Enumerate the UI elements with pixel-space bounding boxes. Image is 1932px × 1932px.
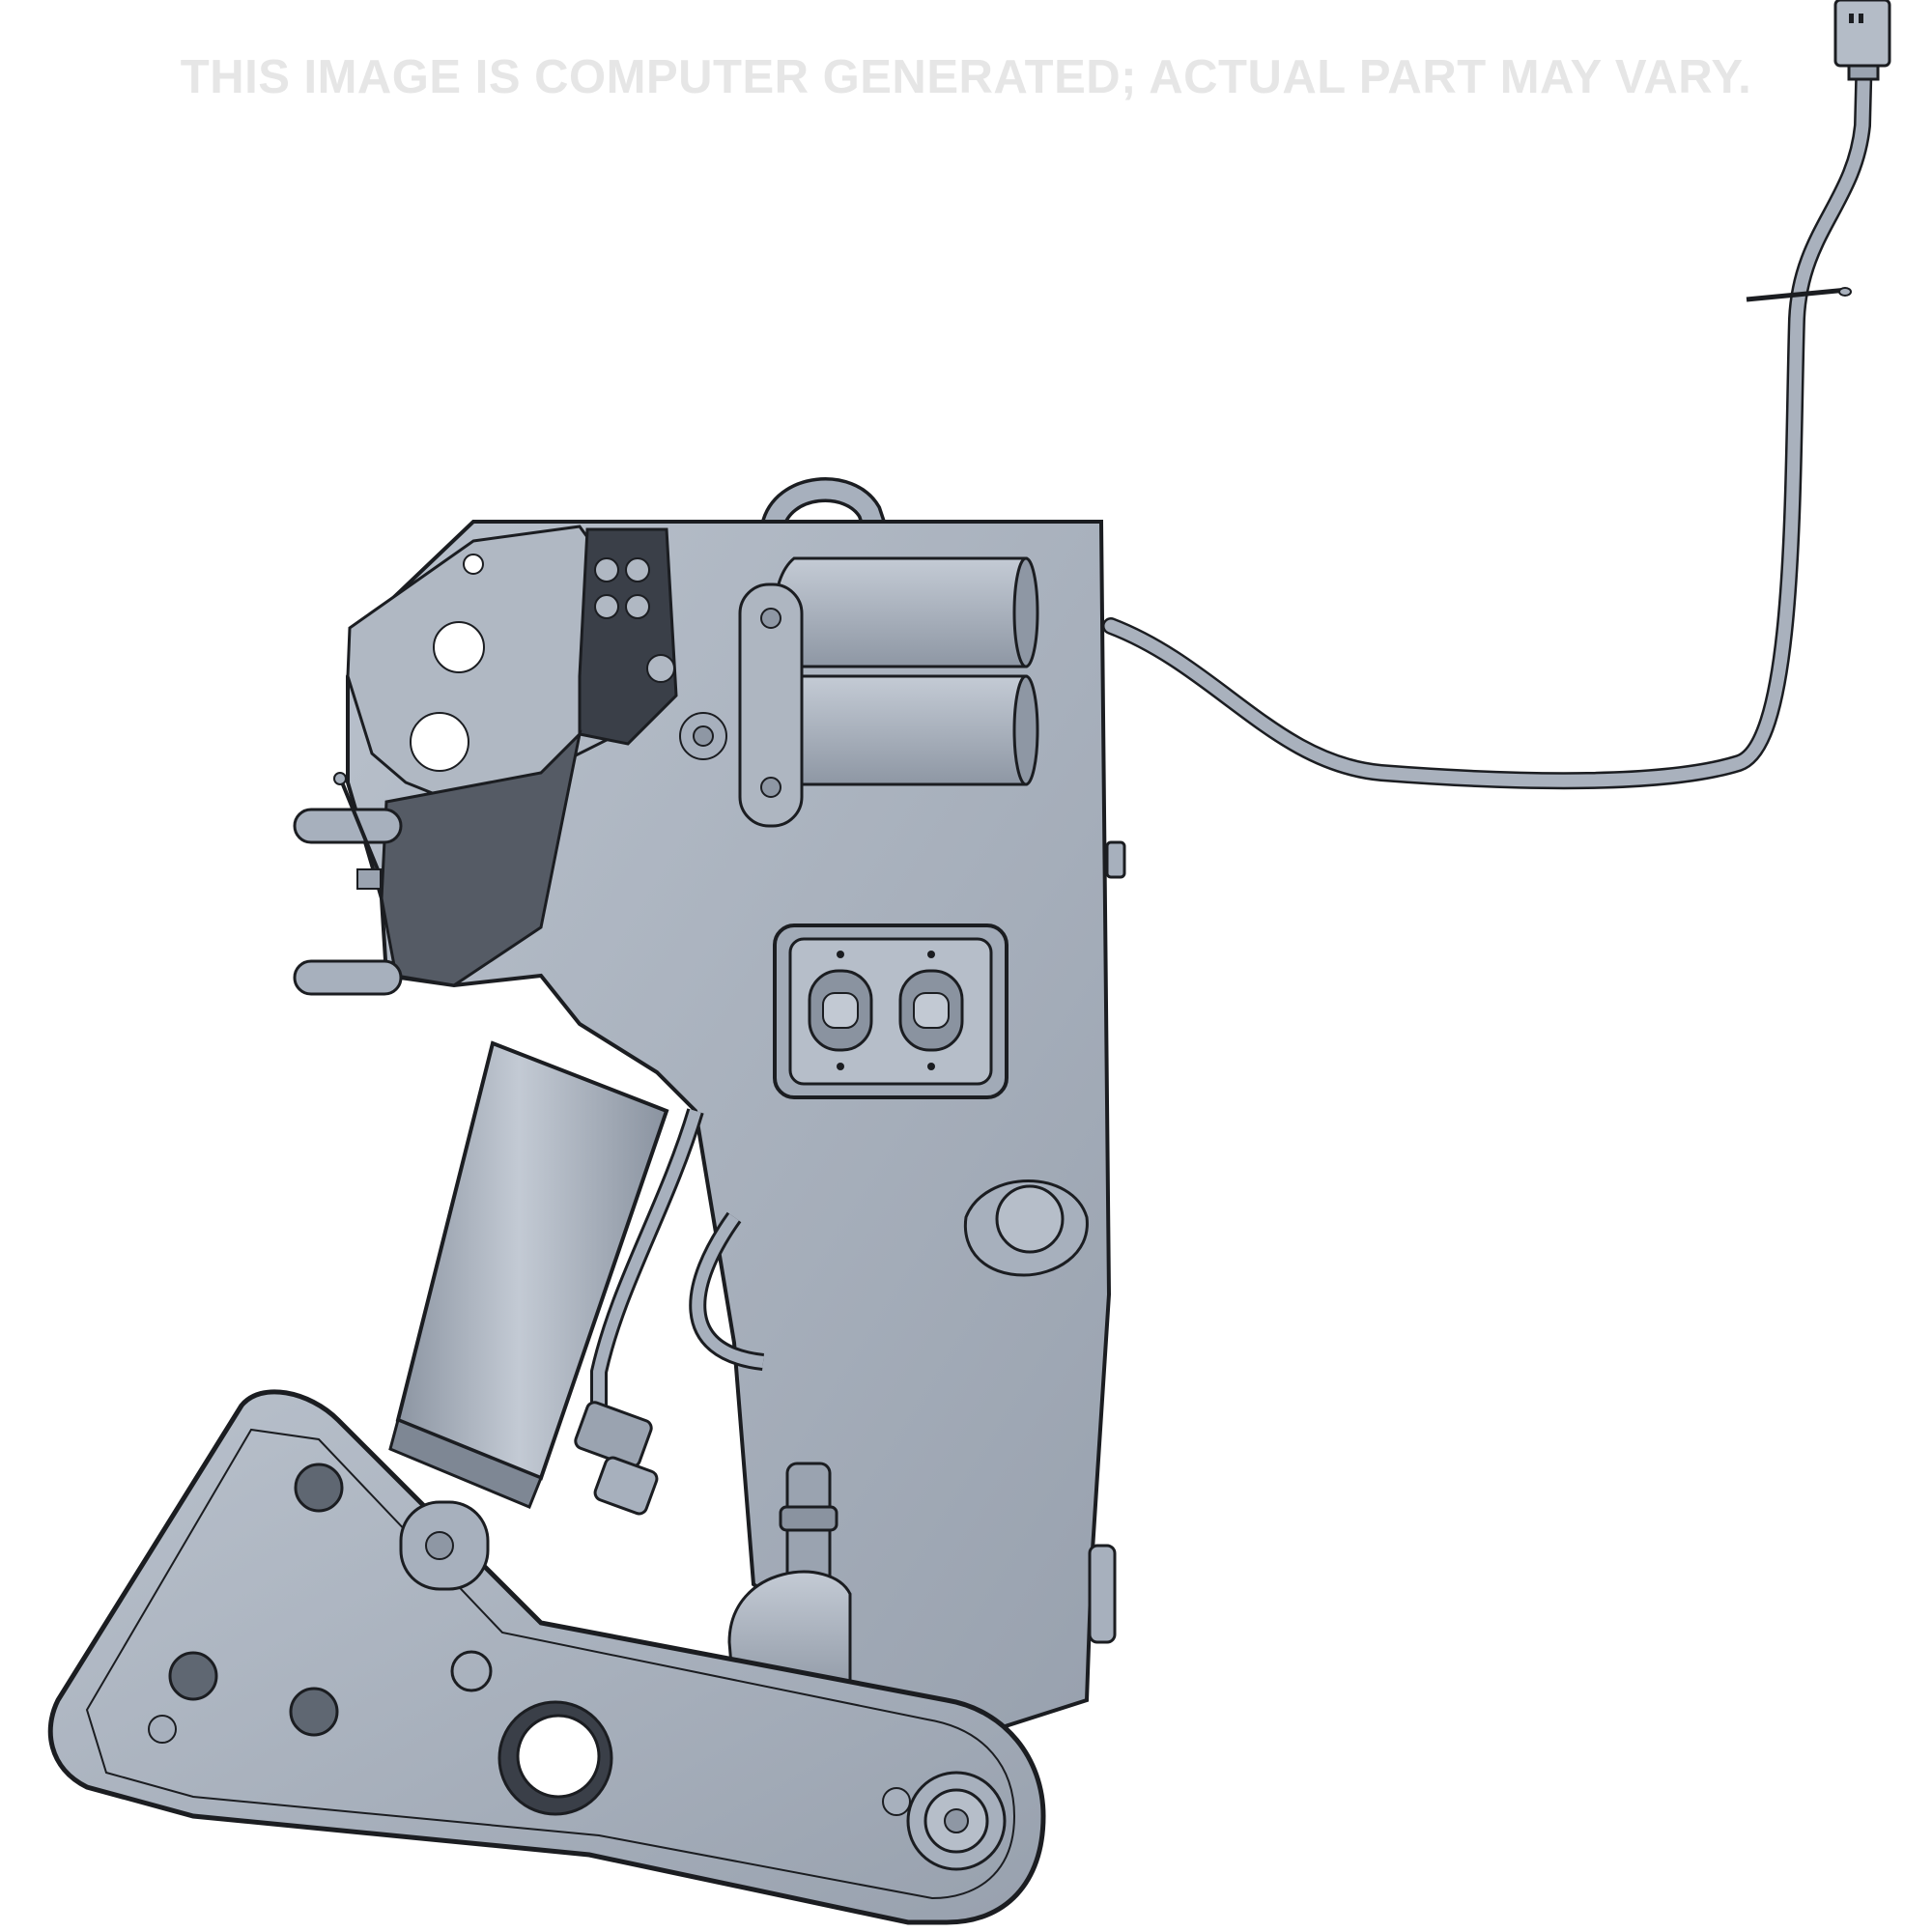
swing-arm [47,1389,1046,1925]
connector-panel [773,923,1009,1099]
connector-icon [1833,0,1891,81]
hose-fittings [574,1401,838,1591]
shock-absorber [388,1040,669,1509]
air-bags [773,556,1039,786]
clevis-tabs [293,772,403,996]
cable-icon [1102,40,1873,790]
disclaimer-watermark: THIS IMAGE IS COMPUTER GENERATED; ACTUAL… [180,51,1752,103]
